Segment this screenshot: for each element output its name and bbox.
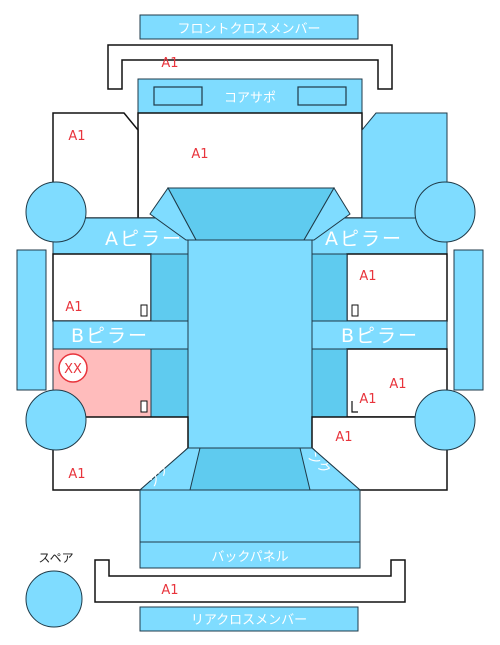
- core-support-left-slot: [153, 86, 203, 106]
- windshield-left-edge: [149, 187, 197, 241]
- front-cross-member-mark: A1: [161, 56, 178, 71]
- right-rear-door-mark-2: A1: [359, 392, 376, 407]
- b-pillar-right-box[interactable]: [311, 320, 448, 350]
- right-rear-pillar-strip: [311, 348, 348, 418]
- left-side-sill[interactable]: [16, 249, 47, 391]
- left-front-pillar-strip: [150, 253, 189, 322]
- b-pillar-left-label: Bピラー: [71, 325, 149, 347]
- front-cross-member-bracket: [107, 44, 393, 90]
- a-pillar-right-label: Aピラー: [325, 228, 403, 250]
- left-rear-door-mark-circle: [58, 353, 88, 383]
- left-front-door-handle: [140, 304, 148, 317]
- b-pillar-right-label: Bピラー: [341, 325, 419, 347]
- rear-cross-member-bracket: [94, 559, 406, 603]
- spare-label: スペア: [38, 551, 73, 565]
- left-rear-fender-mark: A1: [68, 467, 85, 482]
- hood-mark: A1: [191, 147, 208, 162]
- front-cross-member-label: フロントクロスメンバー: [177, 22, 320, 37]
- right-front-door[interactable]: [346, 253, 448, 322]
- spare-tire[interactable]: [25, 570, 83, 628]
- rear-left-tire[interactable]: [25, 389, 87, 451]
- left-rear-pillar-strip: [150, 348, 189, 418]
- core-support-label: コアサポ: [224, 91, 276, 106]
- rear-cross-member-box[interactable]: [139, 606, 359, 632]
- rear-cross-member-label: リアクロスメンバー: [191, 613, 307, 628]
- back-panel-label: バックパネル: [211, 550, 288, 565]
- roof-panel[interactable]: [187, 239, 313, 449]
- windshield-right-edge: [303, 187, 351, 241]
- left-rear-door-handle: [140, 400, 148, 413]
- front-right-tire[interactable]: [414, 181, 476, 243]
- right-front-door-mark: A1: [359, 269, 376, 284]
- back-panel-top[interactable]: [139, 489, 361, 543]
- right-rear-fender-mark: A1: [335, 430, 352, 445]
- right-front-pillar-strip: [311, 253, 348, 322]
- front-cross-member-box[interactable]: [139, 14, 359, 40]
- left-rear-door-mark: XX: [64, 362, 82, 377]
- back-panel-box[interactable]: [139, 541, 361, 569]
- right-side-sill[interactable]: [453, 249, 484, 391]
- left-front-fender-mark: A1: [68, 129, 85, 144]
- left-front-door-mark: A1: [65, 300, 82, 315]
- right-rear-door-handle: [351, 401, 358, 413]
- rear-right-tire[interactable]: [414, 389, 476, 451]
- right-rear-door-mark: A1: [389, 377, 406, 392]
- b-pillar-left-box[interactable]: [52, 320, 189, 350]
- front-left-tire[interactable]: [25, 181, 87, 243]
- a-pillar-left-label: Aピラー: [105, 228, 183, 250]
- core-support-right-slot: [297, 86, 347, 106]
- right-front-door-handle: [351, 304, 359, 317]
- rear-cross-member-mark: A1: [161, 583, 178, 598]
